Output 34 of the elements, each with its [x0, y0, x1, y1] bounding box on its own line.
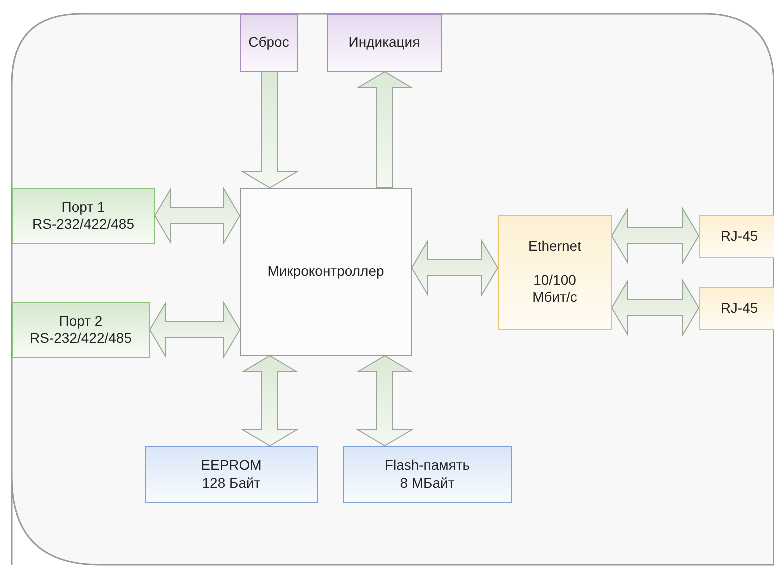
control-box — [327, 14, 442, 72]
block-arrow — [149, 301, 241, 359]
box-label: Сброс — [248, 34, 290, 52]
box-label: Порт 2 — [59, 312, 103, 330]
memory-box — [343, 446, 512, 503]
box-label: Ethernet — [528, 238, 582, 256]
box-label: Flash-память — [384, 457, 470, 474]
network-box — [699, 287, 774, 330]
box-label: Микроконтроллер — [268, 263, 384, 281]
microcontroller-box — [240, 188, 412, 356]
block-arrow — [611, 279, 700, 337]
box-label: Порт 1 — [62, 198, 106, 216]
port-box — [12, 302, 150, 358]
block-arrow — [241, 72, 299, 189]
block-arrow — [356, 355, 414, 447]
network-box — [498, 215, 612, 330]
block-arrow — [154, 187, 241, 245]
box-detail: RS-232/422/485 — [30, 330, 132, 348]
box-detail: 10/100 Мбит/с — [532, 272, 578, 307]
box-label: RJ-45 — [720, 300, 758, 318]
box-detail: 8 МБайт — [400, 474, 455, 492]
block-arrow — [241, 355, 299, 447]
block-arrow — [411, 239, 499, 297]
port-box — [12, 188, 155, 244]
control-box — [240, 14, 298, 72]
box-label: RJ-45 — [720, 228, 758, 246]
block-arrow — [611, 207, 700, 265]
box-detail: RS-232/422/485 — [32, 216, 134, 234]
network-box — [699, 215, 774, 258]
block-arrow — [356, 71, 414, 188]
box-label: Индикация — [348, 34, 420, 52]
box-label: EEPROM — [201, 457, 262, 474]
memory-box — [145, 446, 318, 503]
box-detail: 128 Байт — [202, 474, 261, 492]
